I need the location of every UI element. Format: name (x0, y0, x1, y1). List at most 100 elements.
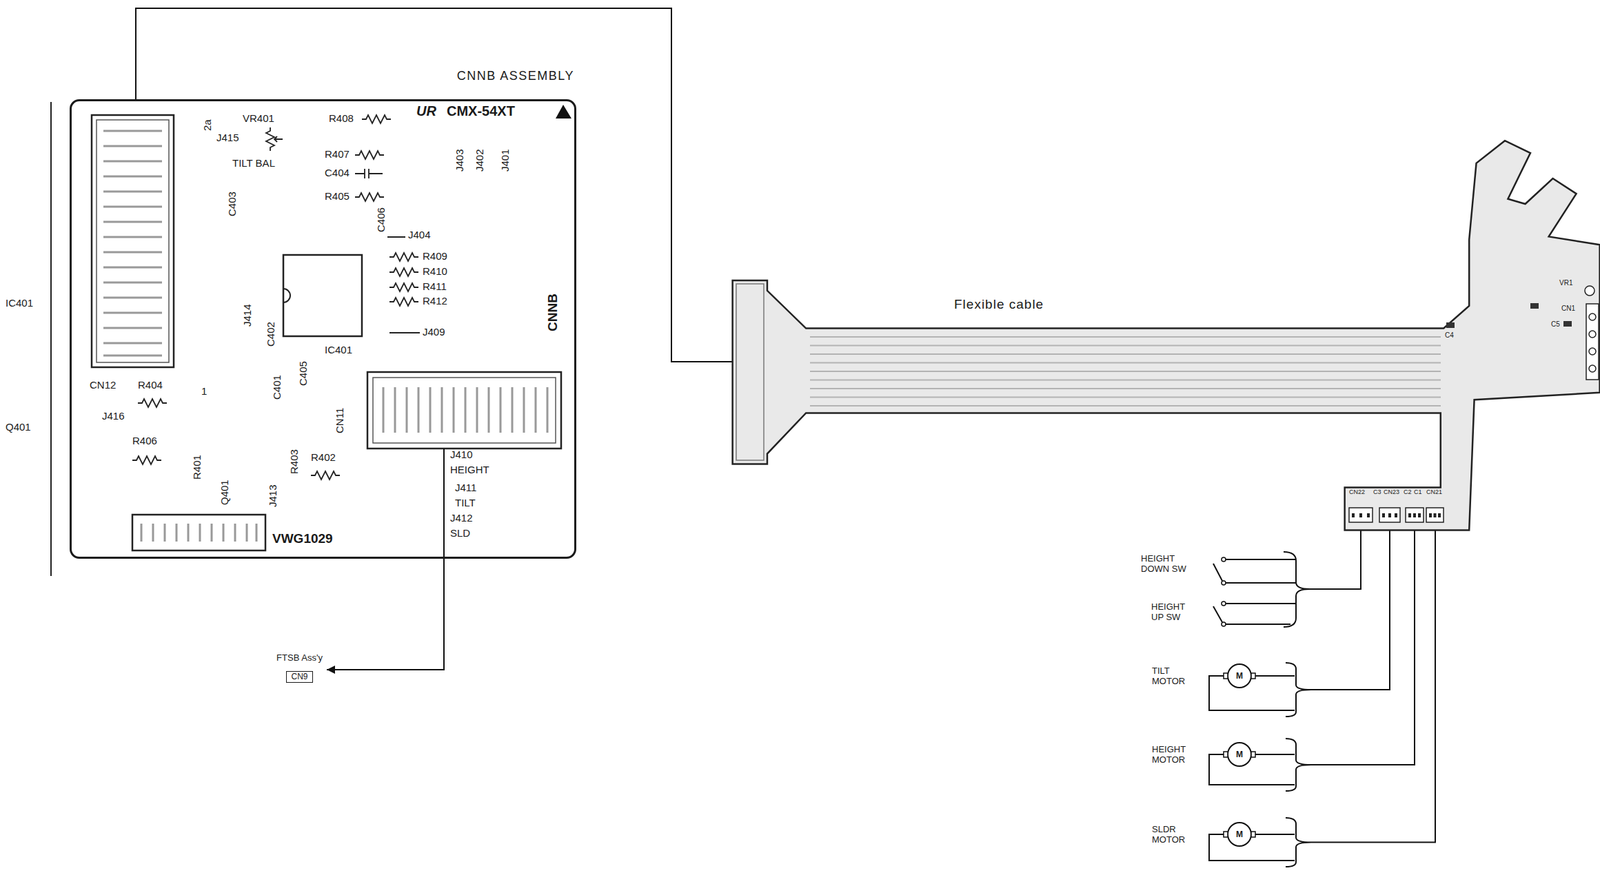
resistor-symbol (132, 456, 162, 465)
cable-conductor (809, 405, 1441, 407)
wire (443, 448, 445, 560)
connector-name: CN9 (286, 671, 313, 684)
switch-symbol (1221, 581, 1226, 586)
part-label: Q401 (5, 421, 32, 434)
resistor-symbol (389, 283, 419, 292)
cable-outline (732, 140, 1600, 531)
motor-letter: M (1227, 664, 1252, 688)
potentiometer-symbol (1584, 286, 1595, 296)
connector-pin (1382, 513, 1385, 518)
connector-symbol (1349, 508, 1373, 523)
connector-pins (103, 130, 162, 356)
motor-symbol: MTILT MOTOR (1147, 661, 1312, 720)
part-label: C2 (1403, 489, 1412, 497)
connector-wire (1311, 530, 1390, 691)
part-label: J404 (408, 229, 431, 242)
connector-outline (367, 372, 562, 449)
part-label: J402 (474, 148, 486, 172)
cable-stiffener (736, 284, 764, 461)
part-label: CNNB (545, 293, 561, 332)
connector-wire (326, 559, 444, 671)
part-label: 2a (201, 119, 214, 131)
part-label: IC401 (324, 344, 353, 357)
connector-symbol (1379, 508, 1401, 523)
cable-label: Flexible cable (954, 297, 1044, 313)
part-label: CN12 (89, 379, 116, 392)
connector-pin (1588, 348, 1596, 356)
assembly-name: FTSB Ass'y (272, 653, 327, 664)
motor-label: HEIGHT MOTOR (1151, 744, 1199, 766)
capacitor-symbol (355, 168, 383, 179)
switch-label: HEIGHT DOWN SW (1140, 553, 1188, 575)
part-symbol (1563, 321, 1572, 327)
switch-symbol (1221, 557, 1226, 562)
connector-tag: FTSB Ass'yCN9 (272, 653, 327, 684)
motor-drawing (1147, 661, 1312, 720)
connector-pin (1413, 513, 1416, 518)
part-label: CMX-54XT (446, 103, 515, 119)
wire (1209, 676, 1295, 711)
connector-outline (96, 119, 169, 363)
part-label: R402 (310, 452, 336, 464)
jumper-symbol (387, 237, 420, 333)
switch-symbol (1213, 563, 1223, 582)
part-label: C1 (1413, 489, 1423, 497)
cable-outline (732, 140, 1600, 531)
part-label: C401 (271, 375, 284, 400)
cable-conductor (809, 345, 1441, 347)
part-label: 1 (201, 386, 207, 398)
part-label: R408 (328, 113, 354, 125)
motor-symbol: MHEIGHT MOTOR (1147, 736, 1312, 794)
motor-terminal (1223, 752, 1228, 758)
part-symbol (1530, 303, 1539, 309)
connector-outline (132, 514, 266, 551)
motor-terminal (1251, 673, 1256, 680)
connector-pin (1433, 513, 1437, 518)
resistor-symbol (355, 150, 384, 160)
connector-pin (1359, 513, 1363, 518)
part-label: CN1 (1561, 304, 1576, 313)
cable-drawing (732, 140, 1600, 531)
connector-pin (1429, 513, 1432, 518)
cable-conductor (809, 336, 1441, 338)
part-label: IC401 (5, 297, 34, 310)
part-label: CN11 (334, 408, 347, 434)
connector-wire (135, 8, 733, 362)
part-label: TILT BAL (232, 157, 276, 170)
part-label: J413 (267, 484, 280, 508)
connector-wire (1311, 530, 1415, 766)
motor-terminal (1251, 752, 1256, 758)
motor-symbol: MSLDR MOTOR (1147, 816, 1312, 870)
ic-outline (283, 255, 362, 337)
part-label: R405 (324, 190, 350, 203)
part-label: Q401 (219, 479, 231, 506)
connector-symbol (1586, 304, 1599, 380)
connector-pin (1394, 513, 1398, 518)
part-label: HEIGHT (450, 464, 490, 477)
part-label: CN22 (1349, 489, 1365, 497)
part-label: R409 (422, 250, 448, 263)
part-label: R404 (137, 379, 163, 392)
bracket (1285, 663, 1312, 717)
connector-symbol (1405, 508, 1424, 523)
connector-pins (383, 387, 548, 433)
connector-pin (1351, 513, 1355, 518)
connector-pins (141, 523, 257, 542)
part-label: VR401 (242, 113, 275, 125)
connector-pin (1438, 513, 1441, 518)
part-label: C4 (1444, 331, 1454, 340)
connector-outline (91, 115, 174, 368)
motor-terminal (1251, 832, 1256, 838)
part-label: R403 (288, 449, 301, 475)
part-label: C403 (226, 191, 239, 217)
connector-wire (1311, 530, 1436, 844)
cable-conductor (809, 397, 1441, 399)
cable-conductor (809, 362, 1441, 364)
part-label: J412 (450, 512, 473, 525)
cable-conductor (809, 353, 1441, 356)
part-label: TILT (454, 497, 476, 510)
resistor-symbol (389, 297, 419, 307)
part-label: VWG1029 (272, 532, 333, 547)
resistor-symbol (137, 399, 167, 408)
